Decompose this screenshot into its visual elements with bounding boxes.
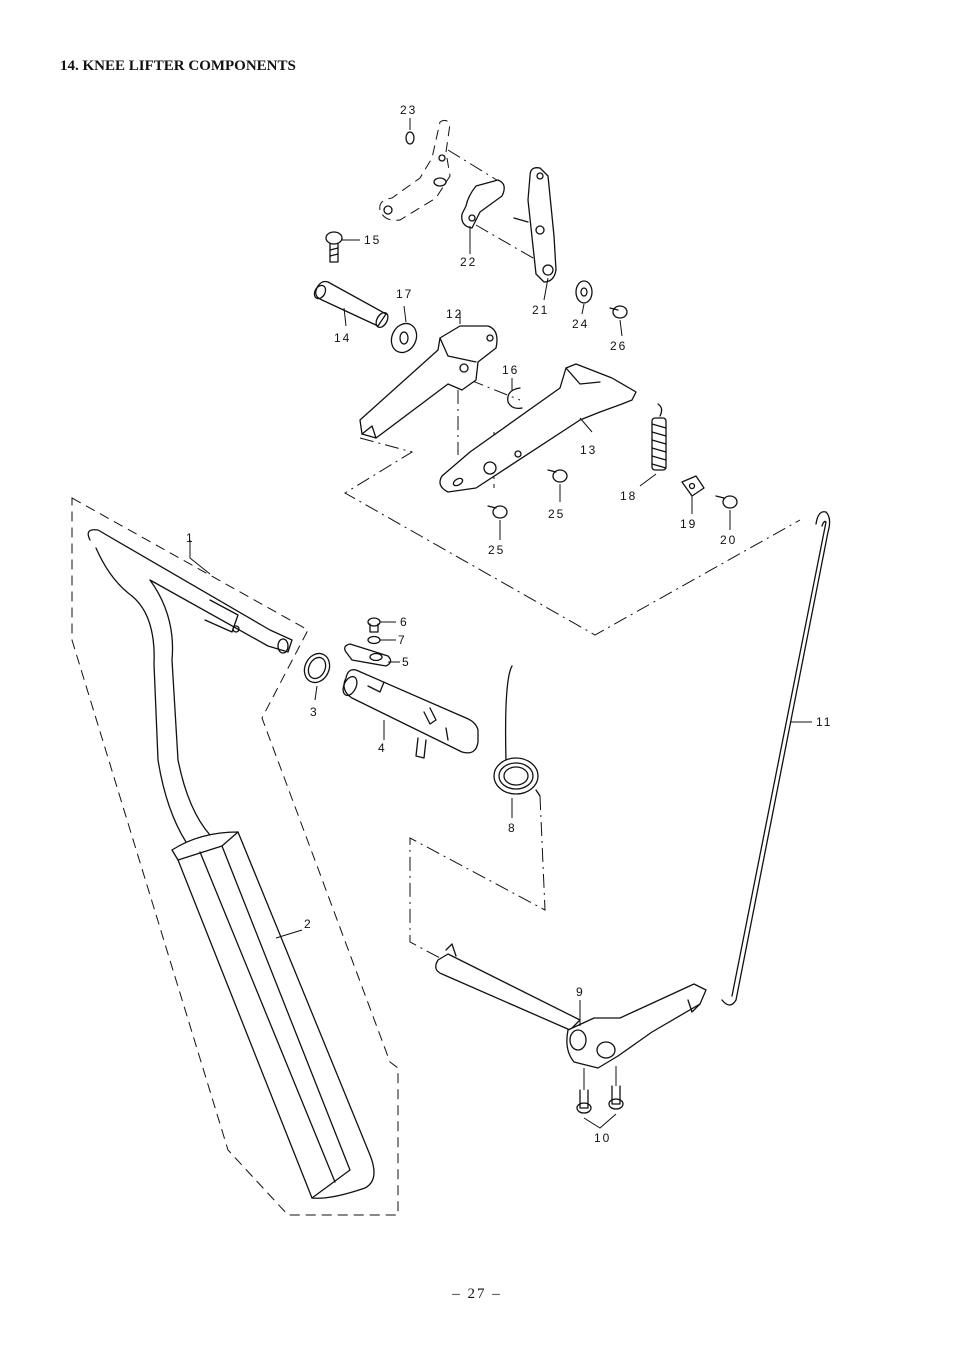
part-23-ring-clip <box>405 131 415 145</box>
part-2-knee-pad <box>171 831 375 1199</box>
callout-3: 3 <box>310 705 319 719</box>
part-9-lower-lever-shaft <box>435 943 707 1069</box>
callout-7: 7 <box>398 633 407 647</box>
callout-26: 26 <box>610 339 627 353</box>
part-19-spring-hook <box>681 475 705 497</box>
part-21-lever-plate <box>513 167 557 283</box>
part-15-screw <box>325 231 343 263</box>
callout-21: 21 <box>532 303 549 317</box>
callout-18: 18 <box>620 489 637 503</box>
callout-25-lower: 25 <box>488 543 505 557</box>
knee-lever-group-outline <box>71 497 399 1216</box>
upper-bracket <box>379 119 451 221</box>
part-18-tension-spring <box>651 403 667 471</box>
callout-24: 24 <box>572 317 589 331</box>
assembly-line-upper <box>344 437 801 636</box>
callout-4: 4 <box>378 741 387 755</box>
callout-14: 14 <box>334 331 351 345</box>
part-25-screw-lower <box>487 505 508 519</box>
callout-23: 23 <box>400 103 417 117</box>
callout-20: 20 <box>720 533 737 547</box>
callout-5: 5 <box>402 655 411 669</box>
callout-13: 13 <box>580 443 597 457</box>
assembly-line-lower <box>409 795 546 959</box>
diagram-title: 14. KNEE LIFTER COMPONENTS <box>60 58 296 74</box>
callout-1: 1 <box>186 531 195 545</box>
page-number: – 27 – <box>452 1286 502 1302</box>
part-17-washer <box>390 322 418 354</box>
part-13-link-lever <box>439 363 637 493</box>
part-7-washer <box>367 635 381 645</box>
callout-25-upper: 25 <box>548 507 565 521</box>
callout-12: 12 <box>446 307 463 321</box>
part-20-screw <box>715 495 738 509</box>
part-24-star-washer <box>575 280 593 304</box>
part-6-screw <box>367 617 381 633</box>
part-14-pin-shaft <box>313 280 389 329</box>
part-5-clamp-plate <box>344 643 392 667</box>
callout-10: 10 <box>594 1131 611 1145</box>
part-26-screw <box>609 305 628 319</box>
callout-9: 9 <box>576 985 585 999</box>
part-12-lifting-lever <box>359 325 498 439</box>
callout-16: 16 <box>502 363 519 377</box>
callout-2: 2 <box>304 917 313 931</box>
callout-leaders <box>189 118 812 1129</box>
callout-6: 6 <box>400 615 409 629</box>
part-1-knee-lifter-rod <box>87 529 293 843</box>
callout-11: 11 <box>816 715 832 729</box>
callout-19: 19 <box>680 517 697 531</box>
part-16-e-ring <box>507 387 523 410</box>
callout-8: 8 <box>508 821 517 835</box>
part-8-torsion-spring <box>493 665 541 797</box>
part-4-shaft-sleeve <box>342 669 479 759</box>
part-10-screws <box>576 1085 624 1114</box>
part-3-ring <box>303 652 331 684</box>
part-25-screw-upper <box>547 469 568 483</box>
callout-17: 17 <box>396 287 413 301</box>
part-22-link <box>461 179 505 229</box>
part-11-lifter-rod <box>721 511 831 1006</box>
callout-15: 15 <box>364 233 381 247</box>
callout-22: 22 <box>460 255 477 269</box>
